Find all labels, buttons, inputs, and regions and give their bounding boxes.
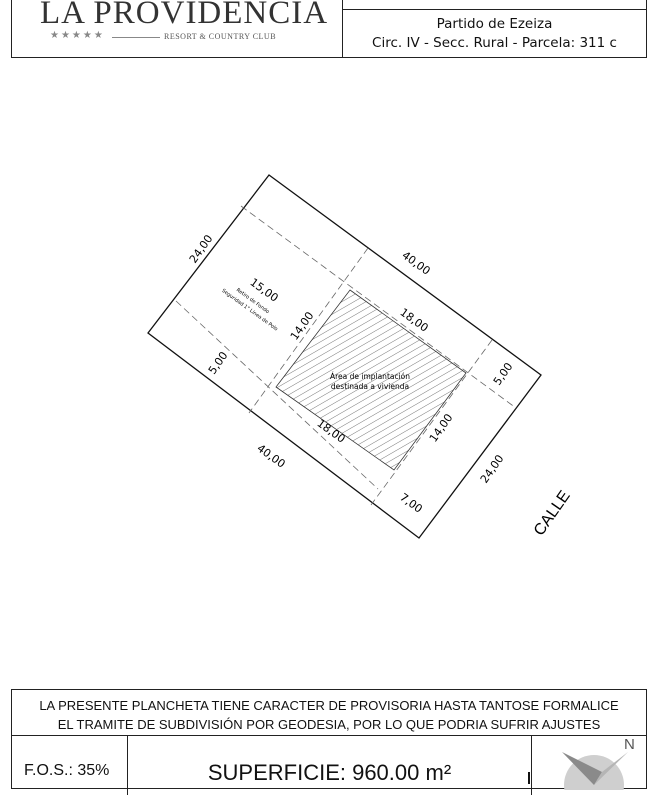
- logo-divider: [112, 37, 160, 38]
- side-setback-line: [248, 247, 369, 414]
- area-label-1: Área de implantación: [330, 372, 410, 381]
- dim-front-setback: 7,00: [397, 491, 424, 516]
- street-label: CALLE: [531, 488, 574, 539]
- logo-subtitle: RESORT & COUNTRY CLUB: [164, 32, 277, 41]
- lot-boundary: [147, 174, 542, 539]
- notice-line-2: EL TRAMITE DE SUBDIVISIÓN POR GEODESIA, …: [57, 717, 601, 732]
- dim-left-setback: 5,00: [206, 349, 231, 377]
- surface-value: SUPERFICIE: 960.00 m²: [207, 760, 452, 785]
- header-divider: [342, 0, 343, 57]
- footer-divider-left: [127, 735, 128, 795]
- dim-right-side: 24,00: [478, 452, 507, 485]
- area-label-2: destinada a vivienda: [331, 382, 409, 391]
- logo: LA PROVIDENCIA ★★★★★ RESORT & COUNTRY CL…: [12, 0, 342, 57]
- left-setback-line: [175, 300, 379, 490]
- dim-top-side: 40,00: [399, 249, 432, 278]
- rear-setback-line: [240, 205, 517, 409]
- footer-divider-right: [531, 735, 532, 795]
- building-area: [275, 289, 467, 471]
- tick-mark: [528, 772, 530, 784]
- notice-line-1: LA PRESENTE PLANCHETA TIENE CARACTER DE …: [39, 698, 619, 713]
- partido-text: Partido de Ezeiza: [436, 16, 553, 32]
- dim-left-side: 24,00: [187, 232, 216, 265]
- dim-bottom-side: 40,00: [254, 442, 287, 471]
- footer-block: LA PRESENTE PLANCHETA TIENE CARACTER DE …: [11, 689, 647, 795]
- logo-text: LA PROVIDENCIA: [40, 0, 329, 31]
- dim-building-left: 14,00: [288, 309, 317, 342]
- front-setback-line: [370, 339, 493, 506]
- footer-rule: [12, 735, 646, 736]
- title-block: LA PROVIDENCIA ★★★★★ RESORT & COUNTRY CL…: [11, 0, 647, 58]
- fos-value: F.O.S.: 35%: [24, 762, 110, 779]
- provisional-notice: LA PRESENTE PLANCHETA TIENE CARACTER DE …: [12, 696, 646, 734]
- dim-right-setback: 5,00: [491, 360, 516, 388]
- parcel-text: Circ. IV - Secc. Rural - Parcela: 311 c: [372, 35, 617, 51]
- header-rule: [342, 9, 647, 10]
- north-label: N: [624, 736, 635, 753]
- north-arrow-icon: [562, 752, 628, 790]
- logo-stars: ★★★★★: [50, 30, 105, 41]
